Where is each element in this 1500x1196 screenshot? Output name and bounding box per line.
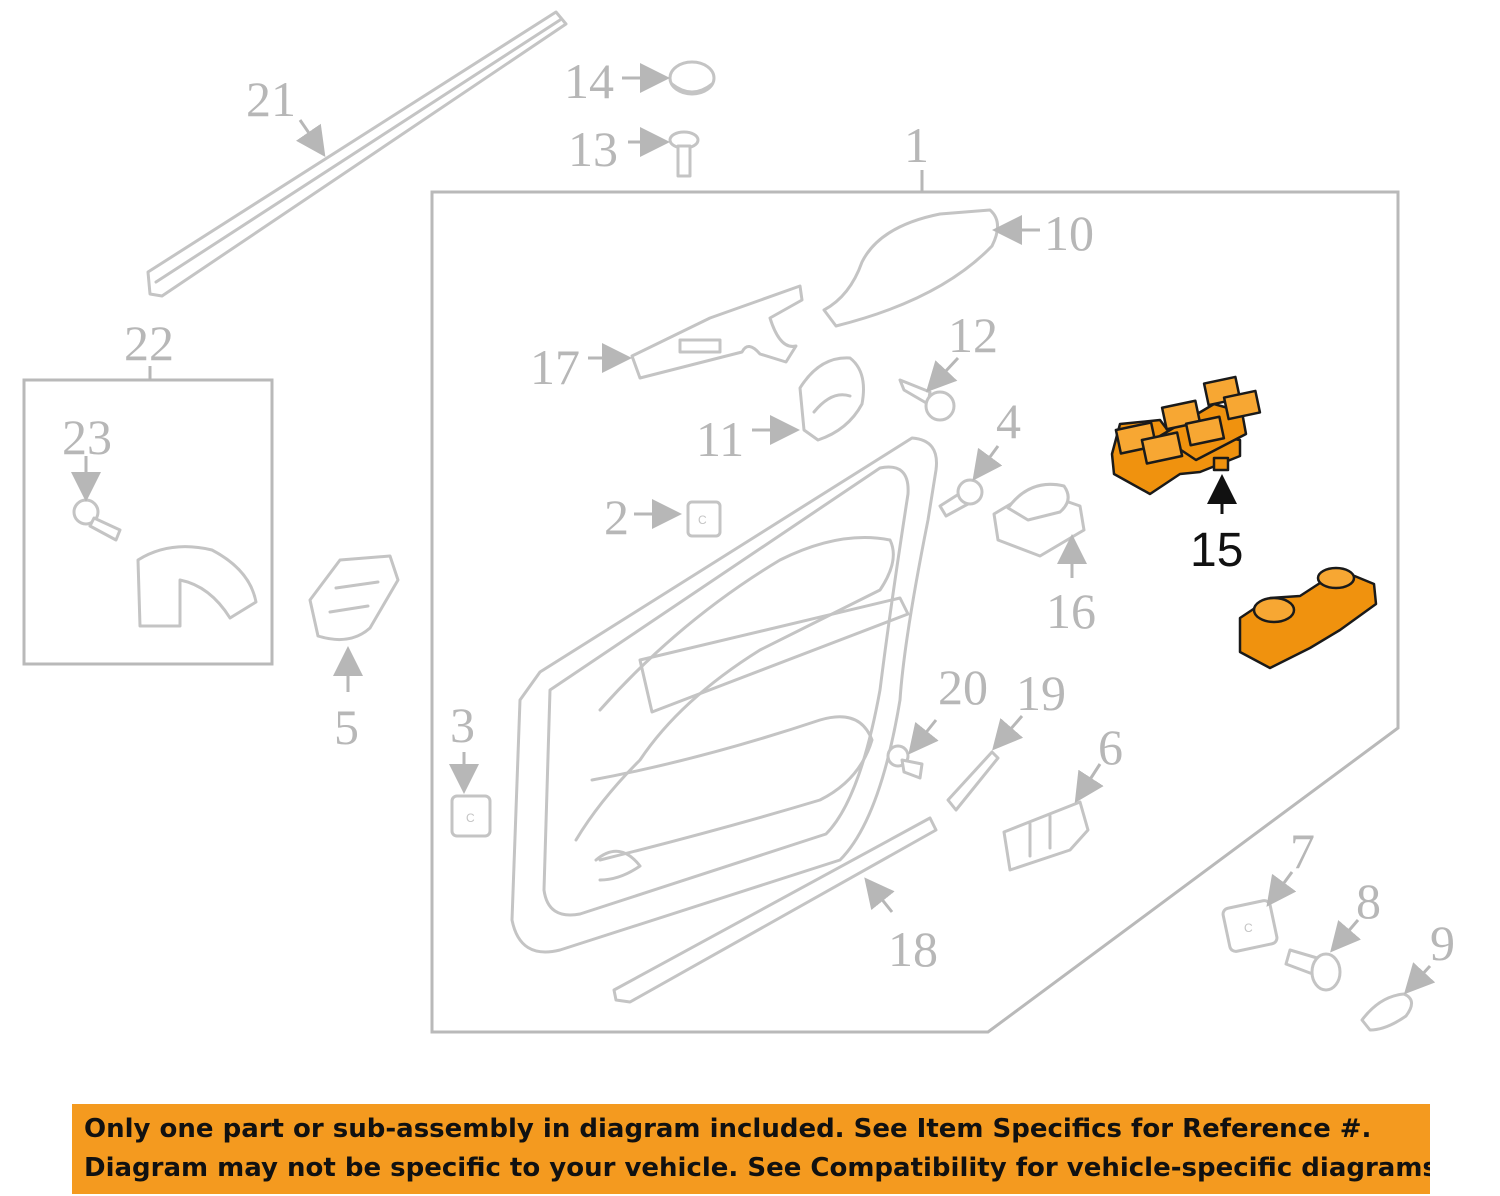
callout-20: 20 — [938, 659, 988, 715]
leader-21 — [296, 119, 326, 157]
part-14-cap — [668, 60, 716, 96]
callout-8: 8 — [1356, 873, 1381, 929]
callout-6: 6 — [1098, 719, 1123, 775]
part-18-lower-molding — [612, 816, 938, 1004]
part-5-bezel — [308, 554, 400, 642]
part-12-clip — [898, 378, 956, 422]
part-20-pin — [886, 744, 924, 780]
callout-23: 23 — [62, 409, 112, 465]
leader-12 — [925, 356, 960, 393]
callout-15: 15 — [1190, 524, 1243, 577]
assembly-frame-1 — [430, 190, 1400, 1034]
callout-13: 13 — [568, 121, 618, 177]
callout-1: 1 — [904, 117, 929, 173]
callout-2: 2 — [604, 489, 629, 545]
part-11-inner-handle — [798, 356, 865, 442]
callout-18: 18 — [888, 921, 938, 977]
part-23-screw — [72, 498, 122, 542]
leader-6 — [1074, 763, 1104, 804]
part-13-screw — [668, 130, 700, 178]
disclaimer-line-1: Only one part or sub-assembly in diagram… — [84, 1114, 1372, 1144]
leader-9 — [1403, 962, 1436, 995]
leader-4 — [972, 445, 1003, 481]
callout-11: 11 — [696, 411, 744, 467]
part-7-clip: C — [1221, 899, 1279, 953]
part-3-clip: C — [450, 794, 492, 838]
part-8-pin — [1284, 948, 1342, 992]
part-19-strip — [946, 750, 1000, 812]
assembly-frame-22 — [22, 378, 274, 666]
callout-14: 14 — [564, 53, 614, 109]
leader-19 — [992, 715, 1024, 751]
parts-diagram: C C — [22, 10, 1455, 1034]
svg-text:C: C — [466, 811, 475, 825]
callout-7: 7 — [1290, 823, 1315, 879]
leader-7 — [1266, 871, 1297, 907]
part-2-clip: C — [686, 500, 722, 538]
svg-text:C: C — [1244, 921, 1253, 935]
callout-5: 5 — [334, 699, 359, 755]
callout-10: 10 — [1044, 205, 1094, 261]
part-15-window-switch — [1110, 375, 1262, 496]
part-15-switch-base — [1238, 566, 1378, 670]
disclaimer-line-2: Diagram may not be specific to your vehi… — [84, 1153, 1430, 1183]
leader-18 — [864, 877, 895, 913]
part-22-cover — [136, 545, 258, 628]
part-6-bracket — [1002, 800, 1090, 872]
part-9-clip — [1360, 992, 1413, 1032]
callout-22: 22 — [124, 315, 174, 371]
door-trim-panel — [510, 436, 938, 954]
part-17-pull-trim — [630, 284, 804, 380]
callout-9: 9 — [1430, 915, 1455, 971]
leader-8 — [1330, 919, 1362, 953]
part-21-belt-molding — [146, 10, 568, 298]
callout-17: 17 — [530, 339, 580, 395]
disclaimer-banner: Only one part or sub-assembly in diagram… — [72, 1104, 1430, 1194]
callout-3: 3 — [450, 697, 475, 753]
svg-text:C: C — [698, 513, 707, 527]
callout-4: 4 — [996, 393, 1021, 449]
callout-21: 21 — [246, 71, 296, 127]
callout-19: 19 — [1016, 665, 1066, 721]
callout-12: 12 — [948, 307, 998, 363]
part-10-armrest-cover — [822, 208, 999, 328]
leader-20 — [908, 719, 939, 755]
part-4-push-pin — [938, 478, 984, 518]
callout-16: 16 — [1046, 583, 1096, 639]
